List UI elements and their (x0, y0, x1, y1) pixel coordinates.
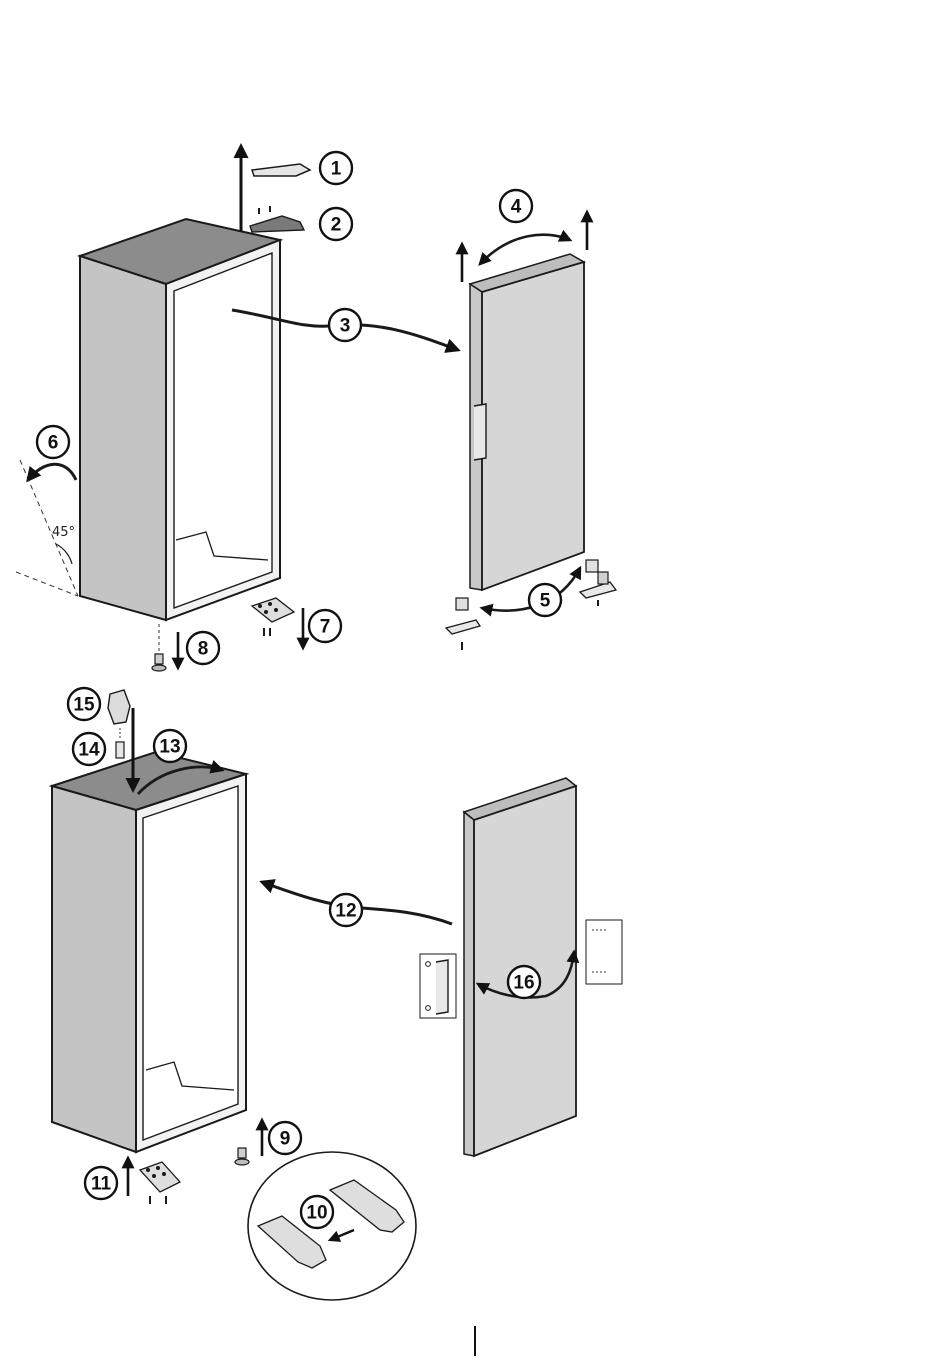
svg-text:6: 6 (48, 433, 59, 454)
hinge-pin-14 (116, 728, 124, 758)
svg-text:13: 13 (159, 737, 180, 758)
callout-16: 16 (508, 966, 540, 998)
door-handle (474, 404, 486, 460)
refit-lower-hinge (140, 1162, 180, 1204)
cabinet-top-view (80, 219, 280, 620)
callout-7: 7 (309, 610, 341, 642)
callout-14: 14 (73, 733, 105, 765)
callout-8: 8 (187, 632, 219, 664)
svg-text:8: 8 (198, 639, 209, 660)
callout-3: 3 (329, 309, 361, 341)
tilt-arrow (28, 464, 76, 480)
svg-text:4: 4 (511, 197, 522, 218)
svg-text:5: 5 (540, 591, 551, 612)
svg-text:3: 3 (340, 316, 351, 337)
cabinet2-side-panel (52, 786, 136, 1152)
lower-hinge-bracket (252, 598, 294, 636)
tilt-line-b (16, 572, 78, 596)
svg-text:1: 1 (331, 159, 342, 180)
top-hinge-plate (250, 206, 304, 232)
callout-4: 4 (500, 190, 532, 222)
cabinet-side-panel (80, 256, 166, 620)
handle-detail-left (420, 954, 456, 1018)
refit-foot (235, 1148, 249, 1165)
angle-label: 45° (52, 525, 75, 540)
cabinet-inner-opening (174, 253, 272, 608)
bottom-hinge-left (446, 598, 480, 650)
callout-1: 1 (320, 152, 352, 184)
svg-text:15: 15 (73, 695, 95, 716)
svg-text:2: 2 (331, 215, 342, 236)
callout-15: 15 (68, 688, 100, 720)
svg-text:9: 9 (280, 1129, 291, 1150)
removed-door (470, 254, 584, 590)
callout-11: 11 (85, 1167, 117, 1199)
angle-arc (56, 544, 72, 564)
svg-text:14: 14 (78, 740, 100, 761)
callout-10: 10 (301, 1196, 333, 1228)
callout-13: 13 (154, 730, 186, 762)
callout-5: 5 (529, 584, 561, 616)
handle-detail-right (586, 920, 622, 984)
svg-text:10: 10 (306, 1203, 327, 1224)
bottom-hinge-right (580, 560, 616, 606)
svg-text:16: 16 (513, 973, 534, 994)
svg-text:7: 7 (320, 617, 331, 638)
callout-12: 12 (330, 894, 362, 926)
adjustable-foot (152, 654, 166, 671)
callout-2: 2 (320, 208, 352, 240)
cabinet-reassembly-view (52, 752, 246, 1152)
svg-text:11: 11 (91, 1174, 112, 1195)
hinge-cover-15 (108, 690, 130, 724)
callout-9: 9 (269, 1122, 301, 1154)
callout-6: 6 (37, 426, 69, 458)
top-hinge-cover (252, 164, 310, 176)
relocated-door-handle (436, 960, 448, 1014)
svg-text:12: 12 (335, 901, 356, 922)
